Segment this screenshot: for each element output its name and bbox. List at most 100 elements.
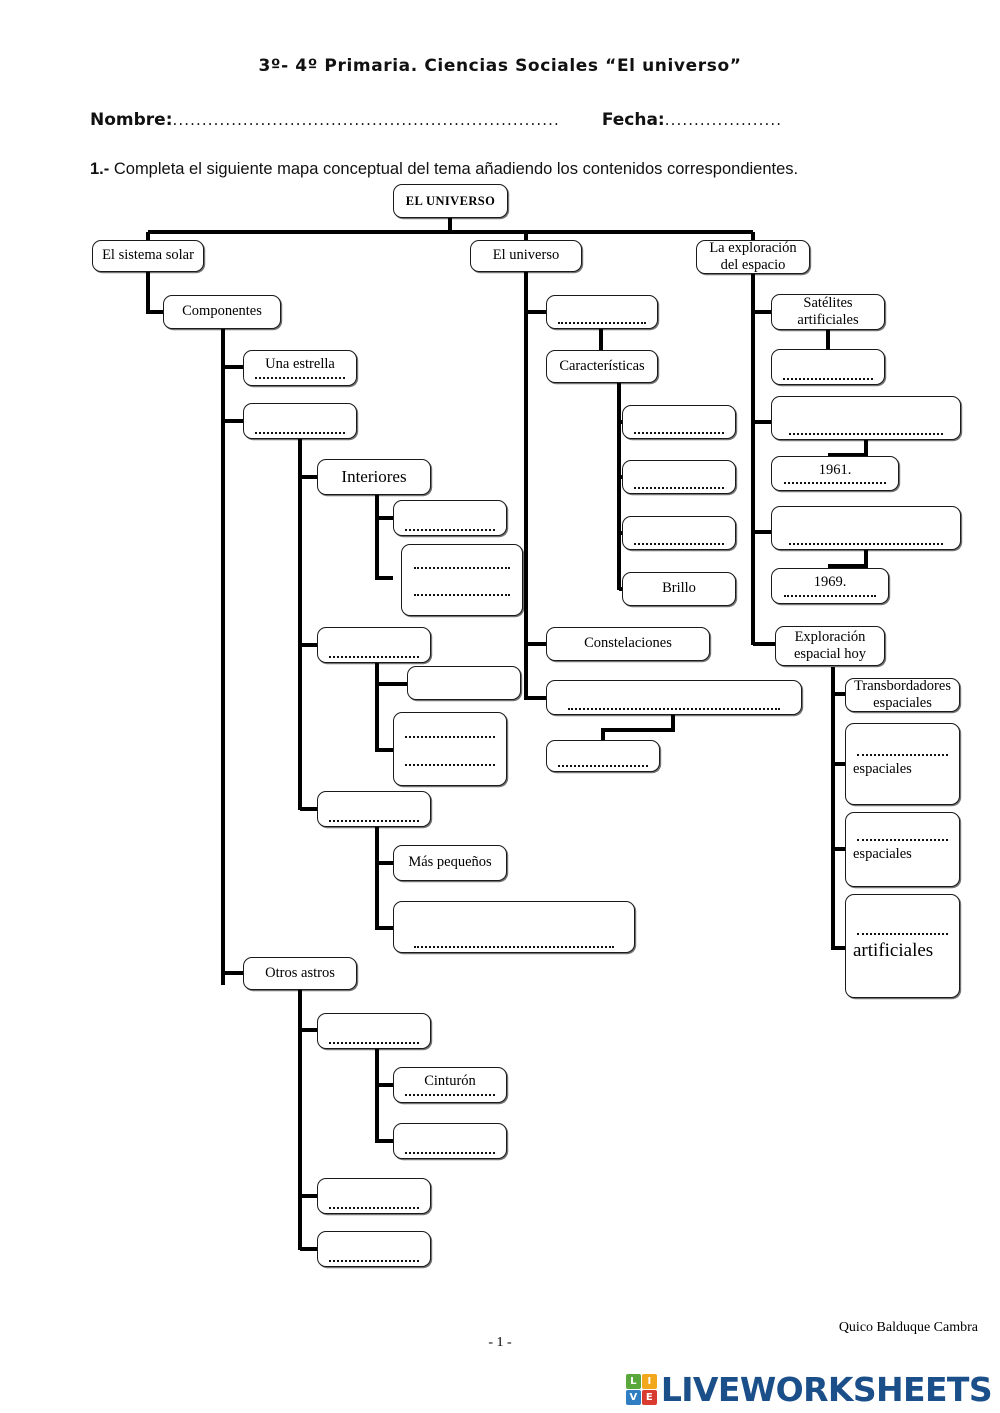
blank-line[interactable] — [405, 1093, 495, 1096]
node-label: Cinturón — [424, 1073, 476, 1089]
node-1969[interactable]: 1969. — [771, 568, 889, 604]
logo-letter-v: V — [625, 1389, 641, 1405]
node-blank-exteriores-1[interactable] — [407, 666, 521, 700]
node-label: El sistema solar — [102, 247, 194, 264]
node-satelites-artificiales-hoy[interactable]: artificiales — [845, 894, 960, 998]
node-blank-exteriores-2[interactable] — [393, 712, 507, 786]
blank-line[interactable] — [405, 528, 495, 531]
node-label: Transbordadores espaciales — [854, 677, 951, 711]
node-label: artificiales — [853, 940, 934, 962]
node-cinturon[interactable]: Cinturón — [393, 1067, 507, 1103]
node-label: Componentes — [182, 303, 262, 320]
page-title: 3º- 4º Primaria. Ciencias Sociales “El u… — [258, 56, 742, 76]
author-credit: Quico Balduque Cambra — [838, 1320, 978, 1335]
blank-line[interactable] — [329, 655, 419, 658]
date-label: Fecha: — [601, 110, 665, 130]
instruction: 1.- Completa el siguiente mapa conceptua… — [90, 160, 960, 179]
node-label: 1969. — [813, 574, 847, 590]
node-otros-astros[interactable]: Otros astros — [243, 957, 357, 990]
node-estaciones-espaciales[interactable]: espaciales — [845, 723, 960, 805]
node-blank-caract-2[interactable] — [622, 460, 736, 494]
node-label: Exploración espacial hoy — [793, 628, 867, 662]
node-blank-via-lactea[interactable] — [546, 740, 660, 772]
node-blank-cinturon-2[interactable] — [393, 1123, 507, 1159]
node-blank-interiores-1[interactable] — [393, 500, 507, 536]
logo-letter-grid: L I V E — [625, 1373, 657, 1405]
blank-line[interactable] — [784, 481, 886, 484]
blank-line[interactable] — [788, 542, 944, 545]
node-blank-estrellas[interactable] — [546, 295, 658, 329]
node-la-exploracion-del-espacio[interactable]: La exploración del espacio — [696, 240, 810, 274]
node-blank-caract-3[interactable] — [622, 516, 736, 550]
node-constelaciones[interactable]: Constelaciones — [546, 627, 710, 661]
node-blank-galaxias[interactable] — [546, 680, 802, 715]
node-blank-satelites[interactable] — [771, 349, 885, 385]
node-root-el-universo[interactable]: EL UNIVERSO — [393, 184, 508, 218]
blank-line[interactable] — [329, 1259, 419, 1262]
node-exploracion-espacial-hoy[interactable]: Exploración espacial hoy — [775, 626, 885, 666]
blank-line[interactable] — [783, 594, 877, 597]
blank-line[interactable] — [329, 819, 419, 822]
node-satelites-artificiales[interactable]: Satélites artificiales — [771, 294, 885, 330]
node-label: Más pequeños — [408, 854, 492, 871]
blank-line[interactable] — [788, 432, 944, 435]
liveworksheets-logo[interactable]: L I V E LIVEWORKSHEETS — [625, 1369, 993, 1409]
node-blank-cometas[interactable] — [317, 1178, 431, 1214]
node-blank-primer-hombre[interactable] — [771, 396, 961, 440]
node-blank-interiores-2[interactable] — [401, 544, 523, 616]
blank-line[interactable] — [568, 707, 780, 710]
node-blank-llegada-luna[interactable] — [771, 506, 961, 550]
blank-line[interactable] — [634, 486, 724, 489]
blank-line[interactable] — [413, 593, 511, 596]
node-blank-exteriores[interactable] — [317, 627, 431, 663]
node-label: Interiores — [341, 466, 407, 486]
node-label: EL UNIVERSO — [405, 193, 496, 208]
name-blank-line[interactable]: ........................................… — [172, 111, 560, 129]
blank-line[interactable] — [634, 431, 724, 434]
node-blank-wide-1[interactable] — [393, 901, 635, 953]
blank-line[interactable] — [558, 321, 646, 324]
node-caracteristicas[interactable]: Características — [546, 350, 658, 383]
node-blank-asteroides[interactable] — [317, 1013, 431, 1049]
node-interiores[interactable]: Interiores — [317, 459, 431, 495]
node-mas-pequenos[interactable]: Más pequeños — [393, 845, 507, 881]
node-blank-meteoritos[interactable] — [317, 1231, 431, 1267]
node-label: Otros astros — [265, 964, 335, 981]
node-1961[interactable]: 1961. — [771, 456, 899, 491]
node-sondas-espaciales[interactable]: espaciales — [845, 812, 960, 887]
logo-wordmark: LIVEWORKSHEETS — [660, 1369, 993, 1409]
node-blank-satelites-grupo[interactable] — [317, 791, 431, 827]
blank-line[interactable] — [414, 945, 614, 948]
node-el-universo[interactable]: El universo — [470, 240, 582, 272]
date-blank-line[interactable]: .................... — [664, 111, 783, 129]
logo-letter-i: I — [641, 1373, 657, 1389]
node-transbordadores-espaciales[interactable]: Transbordadores espaciales — [845, 678, 960, 712]
blank-line[interactable] — [329, 1206, 419, 1209]
logo-letter-l: L — [625, 1373, 641, 1389]
node-componentes[interactable]: Componentes — [163, 295, 281, 329]
blank-line[interactable] — [255, 431, 345, 434]
blank-line[interactable] — [413, 566, 511, 569]
blank-line[interactable] — [634, 542, 724, 545]
node-el-sistema-solar[interactable]: El sistema solar — [92, 240, 204, 272]
name-label: Nombre: — [90, 110, 173, 130]
blank-line[interactable] — [558, 764, 648, 767]
node-blank-planetas[interactable] — [243, 403, 357, 439]
node-una-estrella[interactable]: Una estrella — [243, 350, 357, 386]
node-label: Brillo — [662, 580, 696, 597]
node-brillo[interactable]: Brillo — [622, 572, 736, 606]
blank-line[interactable] — [329, 1041, 419, 1044]
blank-line[interactable] — [255, 376, 345, 379]
name-date-row: Nombre:.................................… — [90, 110, 950, 136]
blank-line[interactable] — [783, 377, 873, 380]
blank-line[interactable] — [857, 932, 948, 936]
blank-line[interactable] — [857, 838, 948, 842]
node-label: Satélites artificiales — [797, 294, 859, 328]
node-label: espaciales — [853, 846, 912, 863]
node-label: espaciales — [853, 760, 912, 777]
node-blank-caract-1[interactable] — [622, 405, 736, 439]
blank-line[interactable] — [857, 753, 948, 756]
blank-line[interactable] — [405, 735, 495, 738]
blank-line[interactable] — [405, 763, 495, 766]
blank-line[interactable] — [405, 1151, 495, 1154]
